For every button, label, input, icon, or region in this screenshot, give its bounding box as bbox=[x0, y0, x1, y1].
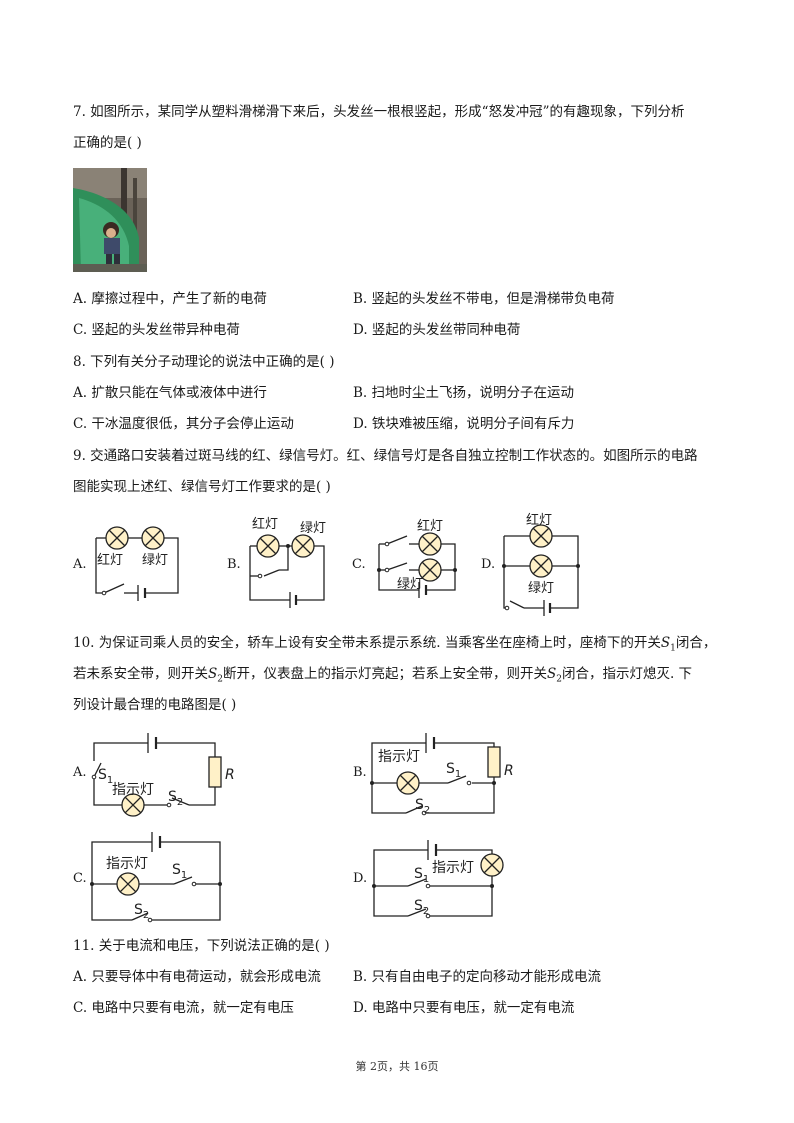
svg-text:S2: S2 bbox=[415, 797, 430, 816]
q10-label-a: A. bbox=[73, 765, 87, 780]
q11-option-c: C. 电路中只要有电流，就一定有电压 bbox=[73, 1000, 294, 1016]
q10-stem-line1: 10. 为保证司乘人员的安全，轿车上设有安全带未系提示系统. 当乘客坐在座椅上时… bbox=[73, 635, 717, 654]
svg-text:绿灯: 绿灯 bbox=[142, 553, 168, 568]
svg-text:S2: S2 bbox=[414, 898, 429, 917]
q10-circuit-c: 指示灯 S1 S2 bbox=[88, 826, 228, 926]
q9-circuit-b: 红灯 绿灯 bbox=[244, 516, 334, 608]
q11-option-b: B. 只有自由电子的定向移动才能形成电流 bbox=[353, 969, 602, 985]
q9-circuit-d: 红灯 绿灯 bbox=[500, 510, 590, 616]
q10-label-d: D. bbox=[353, 871, 368, 886]
q7-stem-line1: 7. 如图所示，某同学从塑料滑梯滑下来后，头发丝一根根竖起，形成“怒发冲冠”的有… bbox=[73, 104, 685, 120]
q10-label-b: B. bbox=[353, 765, 367, 780]
svg-text:红灯: 红灯 bbox=[97, 552, 123, 568]
q7-stem-line2: 正确的是( ) bbox=[73, 135, 142, 151]
q11-option-a: A. 只要导体中有电荷运动，就会形成电流 bbox=[73, 969, 321, 985]
svg-text:指示灯: 指示灯 bbox=[432, 860, 474, 876]
svg-text:S2: S2 bbox=[134, 902, 149, 921]
svg-text:指示灯: 指示灯 bbox=[112, 782, 154, 798]
q10-circuit-d: 指示灯 S1 S2 bbox=[370, 830, 510, 930]
slide-photo bbox=[73, 168, 147, 272]
q9-circuit-a: 红灯 绿灯 bbox=[92, 520, 192, 610]
q9-stem-line1: 9. 交通路口安装着过斑马线的红、绿信号灯。红、绿信号灯是各自独立控制工作状态的… bbox=[73, 448, 698, 464]
svg-text:绿灯: 绿灯 bbox=[528, 581, 554, 596]
q10-stem-line3: 列设计最合理的电路图是( ) bbox=[73, 697, 237, 713]
q10-stem-line2: 若未系安全带，则开关S2断开，仪表盘上的指示灯亮起；若系上安全带，则开关S2闭合… bbox=[73, 666, 693, 685]
svg-text:绿灯: 绿灯 bbox=[300, 521, 326, 536]
svg-text:红灯: 红灯 bbox=[417, 518, 443, 534]
svg-text:绿灯: 绿灯 bbox=[397, 577, 423, 592]
q7-option-c: C. 竖起的头发丝带异种电荷 bbox=[73, 322, 240, 338]
q7-option-b: B. 竖起的头发丝不带电，但是滑梯带负电荷 bbox=[353, 291, 615, 307]
q10-circuit-a: S1 指示灯 S2 R bbox=[88, 727, 248, 827]
q10-label-c: C. bbox=[73, 871, 87, 886]
svg-text:S1: S1 bbox=[172, 862, 187, 881]
q9-circuit-c: 红灯 绿灯 bbox=[371, 516, 471, 612]
svg-text:指示灯: 指示灯 bbox=[106, 856, 148, 872]
q8-option-c: C. 干冰温度很低，其分子会停止运动 bbox=[73, 416, 294, 432]
q8-option-a: A. 扩散只能在气体或液体中进行 bbox=[73, 385, 267, 401]
svg-text:红灯: 红灯 bbox=[252, 516, 278, 532]
svg-text:S1: S1 bbox=[446, 761, 461, 780]
q9-label-d: D. bbox=[481, 557, 496, 572]
svg-text:指示灯: 指示灯 bbox=[378, 749, 420, 765]
q9-label-a: A. bbox=[73, 557, 87, 572]
svg-text:S2: S2 bbox=[168, 789, 183, 808]
q8-option-b: B. 扫地时尘土飞扬，说明分子在运动 bbox=[353, 385, 575, 401]
svg-text:R: R bbox=[225, 767, 235, 783]
q8-option-d: D. 铁块难被压缩，说明分子间有斥力 bbox=[353, 416, 575, 432]
q11-option-d: D. 电路中只要有电压，就一定有电流 bbox=[353, 1000, 575, 1016]
q11-stem: 11. 关于电流和电压，下列说法正确的是( ) bbox=[73, 938, 330, 954]
q9-label-b: B. bbox=[227, 557, 241, 572]
q8-stem: 8. 下列有关分子动理论的说法中正确的是( ) bbox=[73, 354, 335, 370]
svg-text:S1: S1 bbox=[98, 767, 113, 786]
svg-text:红灯: 红灯 bbox=[526, 512, 552, 528]
svg-text:S1: S1 bbox=[414, 866, 429, 885]
q7-option-a: A. 摩擦过程中，产生了新的电荷 bbox=[73, 291, 267, 307]
q10-circuit-b: 指示灯 S1 S2 R bbox=[368, 727, 528, 827]
q7-option-d: D. 竖起的头发丝带同种电荷 bbox=[353, 322, 521, 338]
svg-text:R: R bbox=[504, 763, 514, 779]
page-footer: 第 2页，共 16页 bbox=[355, 1060, 439, 1073]
q9-stem-line2: 图能实现上述红、绿信号灯工作要求的是( ) bbox=[73, 479, 331, 495]
q9-label-c: C. bbox=[352, 557, 366, 572]
